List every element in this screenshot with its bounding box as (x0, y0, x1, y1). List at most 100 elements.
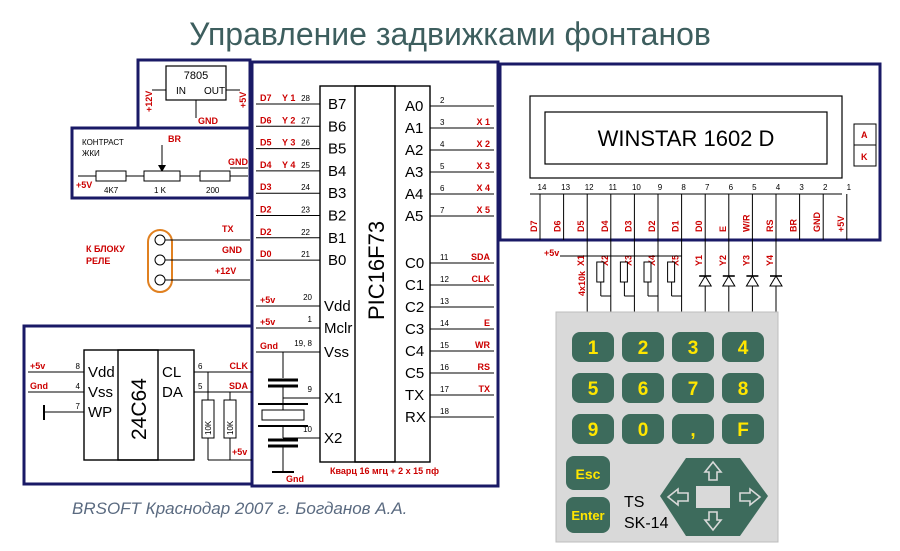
mcu-right-pin-name: C2 (405, 299, 424, 316)
lcd-a: A (861, 130, 868, 140)
mcu-power-name: X2 (324, 430, 342, 447)
keypad-key-label: 0 (638, 420, 649, 441)
page-title: Управление задвижками фонтанов (189, 16, 711, 52)
mcu-right-pin-number: 14 (440, 319, 449, 328)
keypad-key-label: 7 (688, 379, 699, 400)
mcu-pin-signal: D6 (260, 115, 272, 125)
mcu-pin-number: 27 (301, 116, 310, 125)
keypad-key[interactable] (622, 332, 664, 362)
relay-connector: К БЛОКУ РЕЛЕ TX GND +12V (86, 224, 250, 293)
keypad-key[interactable] (722, 414, 764, 444)
kbd-line-label: X4 (647, 255, 657, 266)
lcd-pin-number: 13 (561, 183, 570, 192)
eeprom-name: 24C64 (128, 378, 151, 440)
lcd-name: WINSTAR 1602 D (598, 126, 775, 151)
relay-label-2: РЕЛЕ (86, 256, 110, 266)
enter-key[interactable] (566, 497, 610, 533)
mcu-pin-signal: D5 (260, 138, 272, 148)
mcu-pin-name: B6 (328, 118, 346, 135)
mcu-pin-number: 25 (301, 161, 310, 170)
regulator-vin: +12V (144, 91, 154, 112)
mcu-pin-signal: D0 (260, 249, 272, 259)
keypad-key[interactable] (622, 414, 664, 444)
lcd-pin-signal: D0 (694, 220, 704, 232)
keypad-key[interactable] (722, 373, 764, 403)
lcd-pin-number: 11 (609, 183, 618, 192)
lcd-pin-number: 3 (799, 183, 804, 192)
mcu-right-pin-name: C4 (405, 343, 424, 360)
mcu-pin-signal: D4 (260, 160, 272, 170)
arrow-left-icon (666, 487, 689, 507)
lcd-pin-number: 1 (847, 183, 852, 192)
keypad-key-label: 6 (638, 379, 649, 400)
mcu-pin-y: Y 2 (282, 115, 295, 125)
keypad-key-label: 5 (588, 379, 599, 400)
lcd-pin-number: 5 (752, 183, 757, 192)
mcu-power-name: Vdd (324, 298, 351, 315)
mcu-power-signal: +5v (260, 295, 275, 305)
eeprom-right-signal: SDA (229, 381, 249, 391)
keypad-key[interactable] (572, 373, 614, 403)
keypad-key[interactable] (672, 373, 714, 403)
lcd-pin-signal: GND (812, 212, 822, 233)
mcu-right-pin-name: A3 (405, 164, 423, 181)
keypad-key-label: 8 (738, 379, 749, 400)
keypad-key[interactable] (672, 332, 714, 362)
mcu-pin-name: B3 (328, 185, 346, 202)
keypad-key[interactable] (572, 332, 614, 362)
eeprom-pin-name: WP (88, 404, 112, 421)
mcu-pin-name: B2 (328, 208, 346, 225)
mcu-right-pin-name: C0 (405, 255, 424, 272)
mcu-power-number: 1 (308, 315, 313, 324)
mcu-right-pin-signal: TX (478, 384, 490, 394)
esc-key[interactable] (566, 456, 610, 490)
keypad-key[interactable] (622, 373, 664, 403)
kbd-line-label: X1 (576, 255, 586, 266)
mcu-right-pin-name: A1 (405, 120, 423, 137)
regulator-vout: +5V (238, 92, 248, 108)
lcd-pin-number: 10 (632, 183, 641, 192)
keypad-key[interactable] (672, 414, 714, 444)
mcu-quartz-gnd: Gnd (286, 474, 304, 484)
mcu-right-pin-number: 12 (440, 275, 449, 284)
mcu-power-number: 19, 8 (294, 339, 312, 348)
mcu-pin-signal: D2 (260, 205, 272, 215)
mcu-power-name: Mclr (324, 320, 352, 337)
eeprom-pin-number: 8 (76, 362, 81, 371)
mcu-pin-y: Y 4 (282, 160, 295, 170)
mcu-power-number: 9 (308, 385, 313, 394)
mcu-pin-name: B5 (328, 141, 346, 158)
keypad-key[interactable] (722, 332, 764, 362)
lcd-pin-number: 14 (538, 183, 547, 192)
mcu-right-pin-number: 13 (440, 297, 449, 306)
contrast-gnd: GND (228, 157, 249, 167)
mcu-power-number: 10 (303, 425, 312, 434)
regulator-in: IN (176, 86, 186, 97)
lcd-pin-signal: BR (789, 219, 799, 232)
mcu-pin-name: B1 (328, 230, 346, 247)
eeprom-pin-signal: +5v (30, 361, 45, 371)
lcd-k: K (861, 152, 868, 162)
lcd-pin-number: 4 (776, 183, 781, 192)
mcu-power-signal: +5v (260, 317, 275, 327)
contrast-label-1: КОНТРАСТ (82, 138, 124, 147)
mcu-pin-number: 23 (301, 206, 310, 215)
lcd-pin-number: 12 (585, 183, 594, 192)
keypad-key[interactable] (572, 414, 614, 444)
eeprom-v5: +5v (232, 447, 247, 457)
contrast-r2: 1 K (154, 186, 167, 195)
keypad-key-label: 4 (738, 338, 749, 359)
mcu-pin-number: 28 (301, 94, 310, 103)
relay-v12: +12V (215, 266, 236, 276)
keypad-key-label: 2 (638, 338, 649, 359)
eeprom-pin-number: 4 (76, 382, 81, 391)
esc-key-label: Esc (576, 466, 601, 482)
mcu-right-pin-signal: WR (475, 340, 490, 350)
relay-gnd: GND (222, 245, 243, 255)
keypad-key-label: 1 (588, 338, 599, 359)
